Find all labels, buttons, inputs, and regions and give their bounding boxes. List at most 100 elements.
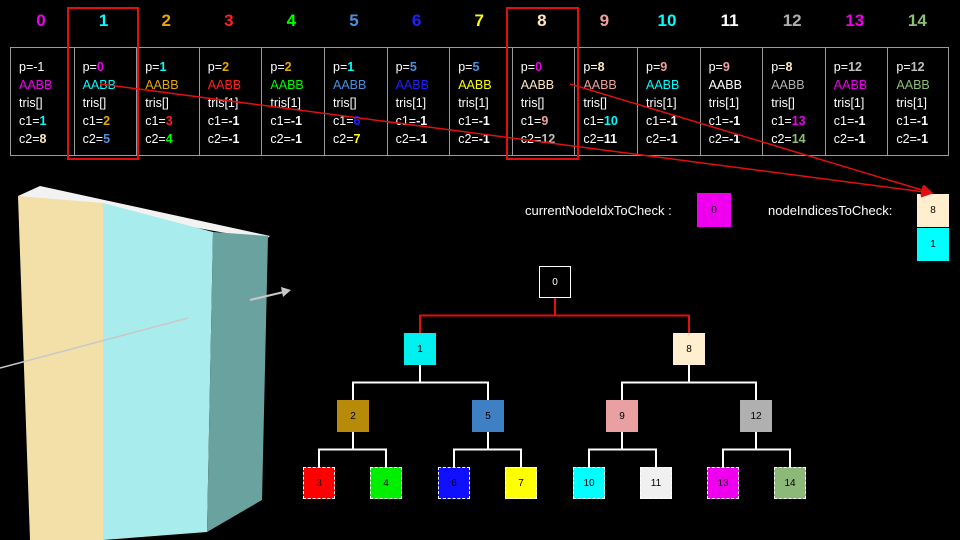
tris-field: tris[]	[333, 96, 357, 110]
box-front-cyan	[103, 203, 213, 540]
tree-node-2: 2	[337, 400, 369, 432]
parent-field: p=9	[708, 60, 730, 74]
tris-field: tris[1]	[896, 96, 927, 110]
aabb-field: AABB	[520, 78, 555, 92]
tree-node-13: 13	[707, 467, 739, 499]
child2-field: c2=-1	[896, 132, 929, 146]
tris-field: tris[1]	[833, 96, 865, 110]
tris-field: tris[]	[771, 96, 795, 110]
aabb-field: AABB	[270, 78, 304, 92]
tris-field: tris[1]	[395, 96, 427, 110]
tree-node-7: 7	[505, 467, 537, 499]
tris-field: tris[]	[520, 96, 545, 110]
child1-field: c1=-1	[458, 114, 490, 128]
child2-field: c2=7	[333, 132, 361, 146]
tree-node-3: 3	[303, 467, 335, 499]
aabb-field: AABB	[395, 78, 429, 92]
child1-field: c1=-1	[708, 114, 741, 128]
column-index-4: 4	[286, 11, 297, 30]
aabb-field: AABB	[207, 78, 242, 92]
aabb-field: AABB	[333, 78, 367, 92]
child2-field: c2=5	[82, 132, 111, 146]
child1-field: c1=-1	[207, 114, 240, 128]
child2-field: c2=-1	[458, 132, 490, 146]
child1-field: c1=9	[520, 114, 549, 128]
parent-field: p=5	[458, 60, 480, 74]
parent-field: p=8	[583, 60, 605, 74]
tris-field: tris[1]	[458, 96, 489, 110]
child2-field: c2=11	[583, 132, 618, 146]
child1-field: c1=6	[333, 114, 361, 128]
current-node-label: currentNodeIdxToCheck :	[525, 203, 672, 218]
child1-field: c1=13	[771, 114, 806, 128]
tree-node-4: 4	[370, 467, 402, 499]
column-index-8: 8	[537, 11, 547, 30]
child1-field: c1=3	[145, 114, 173, 128]
child1-field: c1=2	[82, 114, 111, 128]
box-side-face	[207, 232, 268, 532]
column-index-5: 5	[349, 11, 359, 30]
column-index-3: 3	[224, 11, 234, 30]
parent-field: p=0	[82, 60, 104, 74]
stack-label: nodeIndicesToCheck:	[768, 203, 893, 218]
child1-field: c1=-1	[833, 114, 866, 128]
column-index-10: 10	[657, 11, 677, 30]
child2-field: c2=-1	[708, 132, 741, 146]
column-index-6: 6	[411, 11, 422, 30]
tris-field: tris[]	[583, 96, 607, 110]
child2-field: c2=-1	[833, 132, 866, 146]
tree-node-11: 11	[640, 467, 672, 499]
child2-field: c2=14	[771, 132, 806, 146]
arrow-from-node-8	[569, 83, 934, 196]
aabb-field: AABB	[82, 78, 116, 92]
tree-node-10: 10	[573, 467, 605, 499]
highlight-column-8	[506, 7, 579, 160]
aabb-field: AABB	[145, 78, 179, 92]
parent-field: p=9	[646, 60, 668, 74]
child2-field: c2=4	[145, 132, 173, 146]
aabb-field: AABB	[583, 78, 617, 92]
stack-entry: 8	[917, 194, 949, 227]
column-index-9: 9	[599, 11, 610, 30]
aabb-field: AABB	[708, 78, 742, 92]
tree-node-12: 12	[740, 400, 772, 432]
arrow-to-stack-top	[99, 83, 934, 198]
tree-node-8: 8	[673, 333, 705, 365]
column-index-2: 2	[161, 11, 171, 30]
column-index-11: 11	[720, 11, 739, 30]
child2-field: c2=-1	[646, 132, 678, 146]
ray-arrow-head	[281, 287, 291, 297]
aabb-field: AABB	[833, 78, 868, 92]
tris-field: tris[]	[145, 96, 169, 110]
edge-0	[419, 298, 690, 333]
child1-field: c1=1	[19, 114, 47, 128]
column-index-12: 12	[782, 11, 802, 30]
tris-field: tris[1]	[708, 96, 740, 110]
child1-field: c1=10	[583, 114, 618, 128]
column-index-1: 1	[98, 11, 109, 30]
tree-node-9: 9	[606, 400, 638, 432]
parent-field: p=-1	[19, 60, 45, 74]
aabb-field: AABB	[646, 78, 680, 92]
tris-field: tris[1]	[646, 96, 677, 110]
parent-field: p=1	[333, 60, 355, 74]
column-index-0: 0	[36, 11, 46, 30]
parent-field: p=5	[395, 60, 417, 74]
parent-field: p=12	[833, 60, 862, 74]
stack-entry: 1	[917, 228, 949, 261]
aabb-field: AABB	[896, 78, 930, 92]
